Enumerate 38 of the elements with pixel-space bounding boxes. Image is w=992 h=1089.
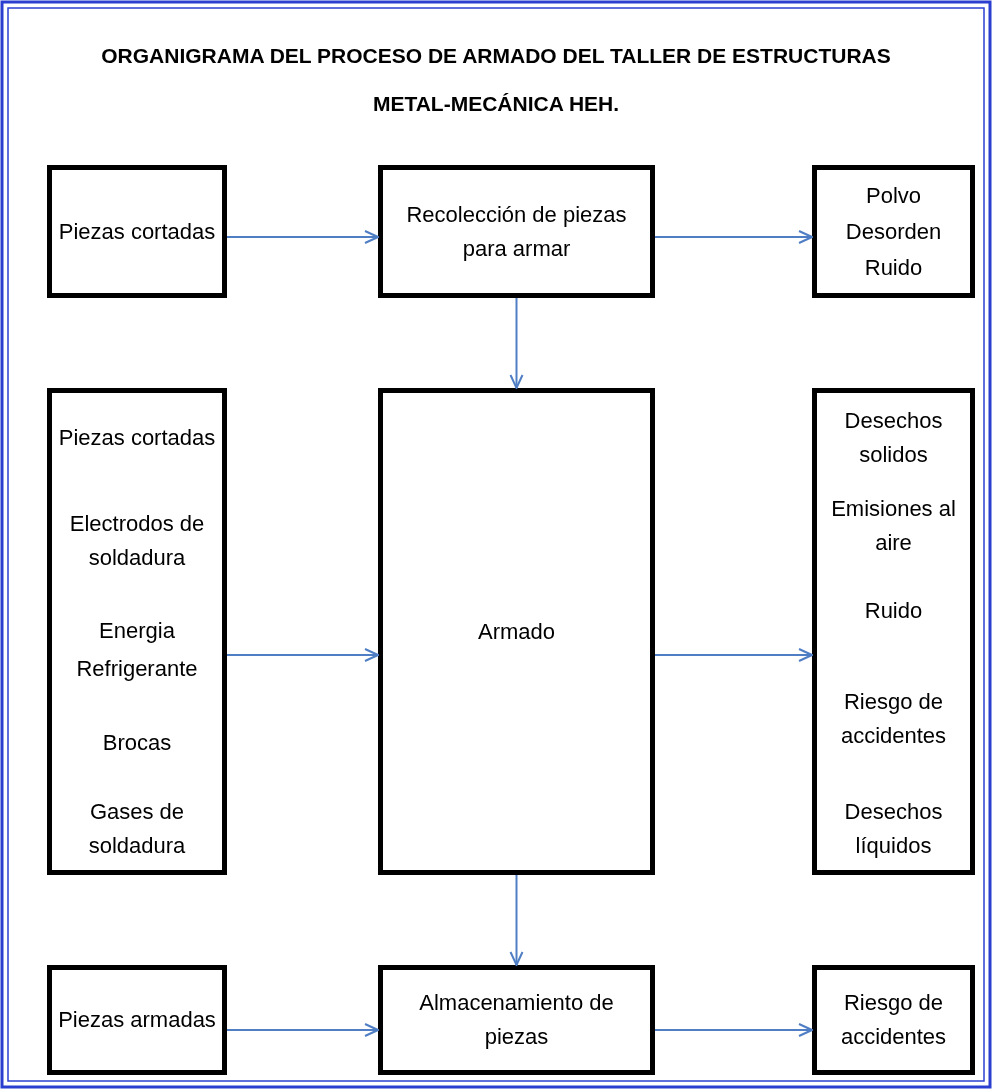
box-label: Electrodos de soldadura (68, 510, 206, 572)
box-label: Riesgo de accidentes (839, 688, 948, 750)
box-label: Refrigerante (75, 655, 199, 683)
box-label: Energia (98, 617, 176, 645)
box-label: Gases de soldadura (87, 798, 187, 860)
box-label: Piezas cortadas (57, 217, 217, 246)
arrow (226, 230, 379, 244)
process-box (812, 165, 975, 298)
diagram-title: ORGANIGRAMA DEL PROCESO DE ARMADO DEL TALLER DE ESTRUCTURAS METAL-MECÁNICA HEH. (100, 43, 892, 117)
arrow (654, 1023, 813, 1037)
box-label: Emisiones al aire (830, 495, 957, 557)
box-label: Ruido (863, 597, 924, 625)
arrow (654, 230, 813, 244)
process-box (812, 965, 975, 1075)
arrow (509, 874, 524, 966)
box-label: Armado (476, 617, 556, 646)
box-label: Desechos solidos (843, 407, 944, 469)
box-label: Polvo (864, 182, 922, 210)
process-box (378, 388, 655, 875)
process-box (812, 388, 975, 875)
arrow (226, 648, 379, 662)
process-box (378, 165, 655, 298)
process-box (378, 965, 655, 1075)
box-label: Recolección de piezas para armar (405, 200, 628, 263)
arrow (509, 297, 524, 389)
box-label: Piezas armadas (57, 1006, 217, 1034)
box-label: Almacenamiento de piezas (418, 989, 615, 1051)
box-label: Desechos líquidos (843, 798, 944, 860)
box-label: Desorden (844, 218, 943, 246)
arrow (654, 648, 813, 662)
process-box (47, 965, 227, 1075)
box-label: Brocas (101, 729, 173, 757)
process-box (47, 388, 227, 875)
box-label: Riesgo de accidentes (839, 989, 948, 1051)
process-box (47, 165, 227, 298)
box-label: Ruido (863, 254, 924, 282)
arrow (226, 1023, 379, 1037)
box-label: Piezas cortadas (57, 424, 217, 452)
